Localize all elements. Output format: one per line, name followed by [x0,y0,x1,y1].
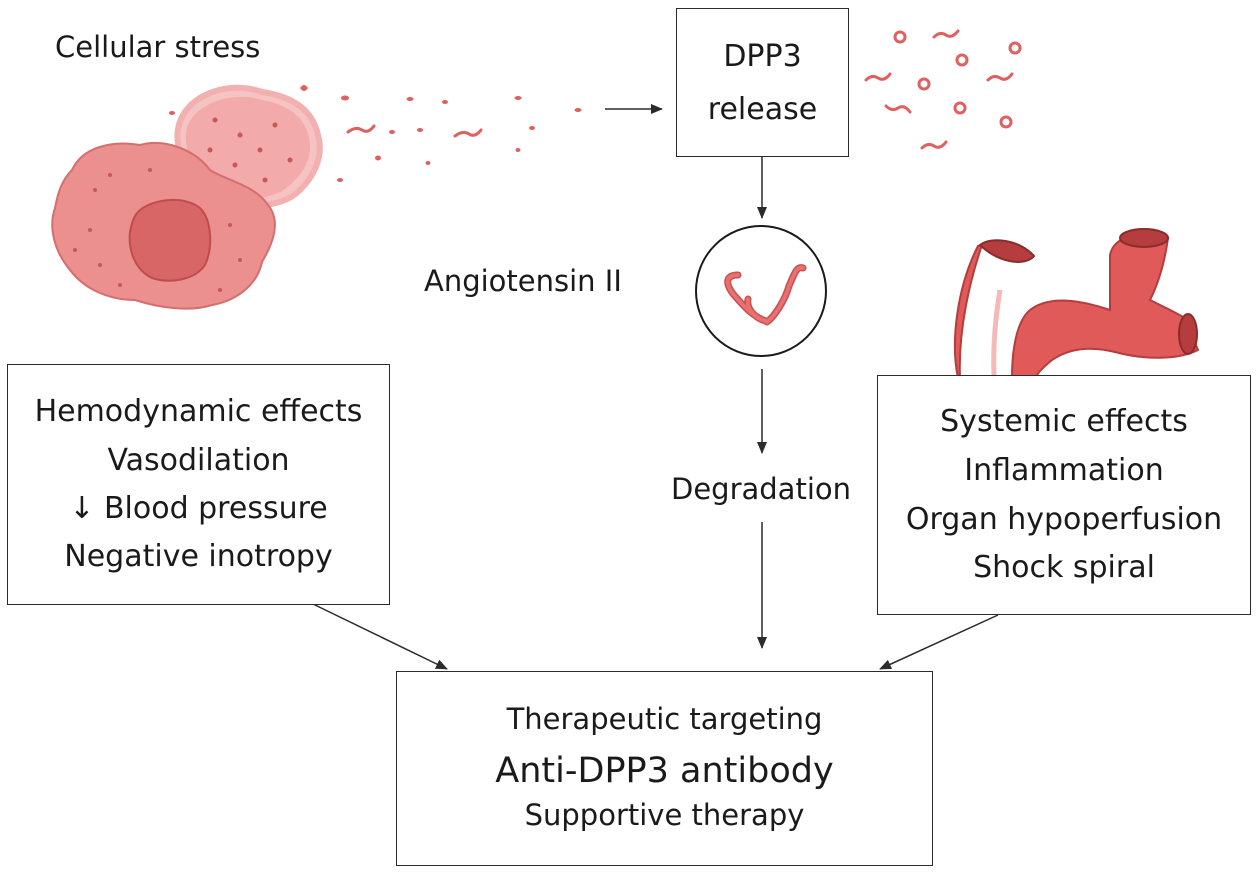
therapy-antibody: Anti-DPP3 antibody [495,751,834,791]
therapy-supportive: Supportive therapy [524,798,805,832]
released-fragments [169,85,582,182]
hemodynamic-effects-box: Hemodynamic effects Vasodilation ↓ Blood… [7,364,390,605]
dpp3-release-line2: release [707,92,818,127]
therapy-title: Therapeutic targeting [506,702,823,736]
arrow-hemodynamic-to-therapy [312,603,448,670]
systemic-item: Organ hypoperfusion [905,502,1223,537]
cellular-stress-label: Cellular stress [55,30,261,64]
therapeutic-targeting-box: Therapeutic targeting Anti-DPP3 antibody… [396,671,933,866]
blood-vessel-icon [953,228,1200,379]
systemic-item: Inflammation [964,453,1164,488]
systemic-title: Systemic effects [940,404,1188,439]
hemodynamic-item: Vasodilation [107,443,290,478]
hemodynamic-item: Negative inotropy [64,539,333,574]
systemic-effects-box: Systemic effects Inflammation Organ hypo… [877,375,1251,615]
stressed-cell-icon [51,84,323,310]
angiotensin-label: Angiotensin II [424,264,622,298]
dpp3-particles [864,29,1022,150]
dpp3-release-line1: DPP3 [723,39,802,74]
hemodynamic-title: Hemodynamic effects [34,394,363,429]
arrow-systemic-to-therapy [879,614,999,670]
flow-arrows [312,104,999,670]
dpp3-release-box: DPP3 release [676,8,849,157]
degradation-label: Degradation [671,472,852,506]
systemic-item: Shock spiral [973,550,1155,585]
angiotensin-peptide-icon [695,225,827,357]
hemodynamic-item: ↓ Blood pressure [69,491,328,526]
